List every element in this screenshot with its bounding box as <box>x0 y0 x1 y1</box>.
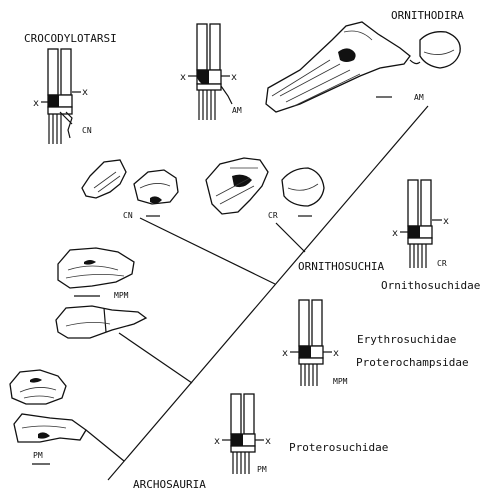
marker-am-left: x <box>180 72 186 83</box>
bone-drawing-cr <box>206 158 324 216</box>
code-cr-schematic: CR <box>437 259 447 268</box>
branch-mpm <box>119 333 192 383</box>
schematic-am <box>188 24 232 120</box>
marker-mpm-right: x <box>333 348 339 359</box>
family-label-ornithosuchidae: Ornithosuchidae <box>381 279 480 292</box>
code-am-schematic: AM <box>232 106 242 115</box>
schematic-pm <box>222 394 264 474</box>
marker-pm-right: x <box>265 436 271 447</box>
marker-cr-left: x <box>392 228 398 239</box>
code-pm-schematic: PM <box>257 465 267 474</box>
clade-label-crocodylotarsi: CROCODYLOTARSI <box>24 32 117 45</box>
bone-drawing-mpm <box>56 248 146 338</box>
main-stem <box>108 106 428 480</box>
bone-drawing-pm <box>10 370 86 464</box>
marker-cr-right: x <box>443 216 449 227</box>
code-cn-schematic: CN <box>82 126 92 135</box>
family-label-proterosuchidae: Proterosuchidae <box>289 441 388 454</box>
code-mpm-schematic: MPM <box>333 377 348 386</box>
bone-drawing-ornithodira <box>266 22 460 112</box>
marker-am-right: x <box>231 72 237 83</box>
code-am-drawing: AM <box>414 93 424 102</box>
schematic-cn <box>41 49 81 144</box>
family-label-erythrosuchidae: Erythrosuchidae <box>357 333 456 346</box>
code-pm-drawing: PM <box>33 451 43 460</box>
branch-cr-ankle <box>276 223 305 252</box>
schematic-mpm <box>290 300 332 386</box>
branch-pm <box>86 430 124 461</box>
code-cn-drawing: CN <box>123 211 133 220</box>
schematic-cr <box>400 180 442 268</box>
clade-label-ornithodira: ORNITHODIRA <box>391 9 464 22</box>
clade-label-ornithosuchia: ORNITHOSUCHIA <box>298 260 384 273</box>
marker-cn-right: x <box>82 87 88 98</box>
code-mpm-drawing: MPM <box>114 291 129 300</box>
clade-label-archosauria: ARCHOSAURIA <box>133 478 206 491</box>
family-label-proterochampsidae: Proterochampsidae <box>356 356 469 369</box>
code-cr-drawing: CR <box>268 211 278 220</box>
bone-drawing-cn <box>82 160 178 216</box>
marker-mpm-left: x <box>282 348 288 359</box>
marker-cn-left: x <box>33 98 39 109</box>
marker-pm-left: x <box>214 436 220 447</box>
branch-crocodylotarsi <box>140 218 275 284</box>
